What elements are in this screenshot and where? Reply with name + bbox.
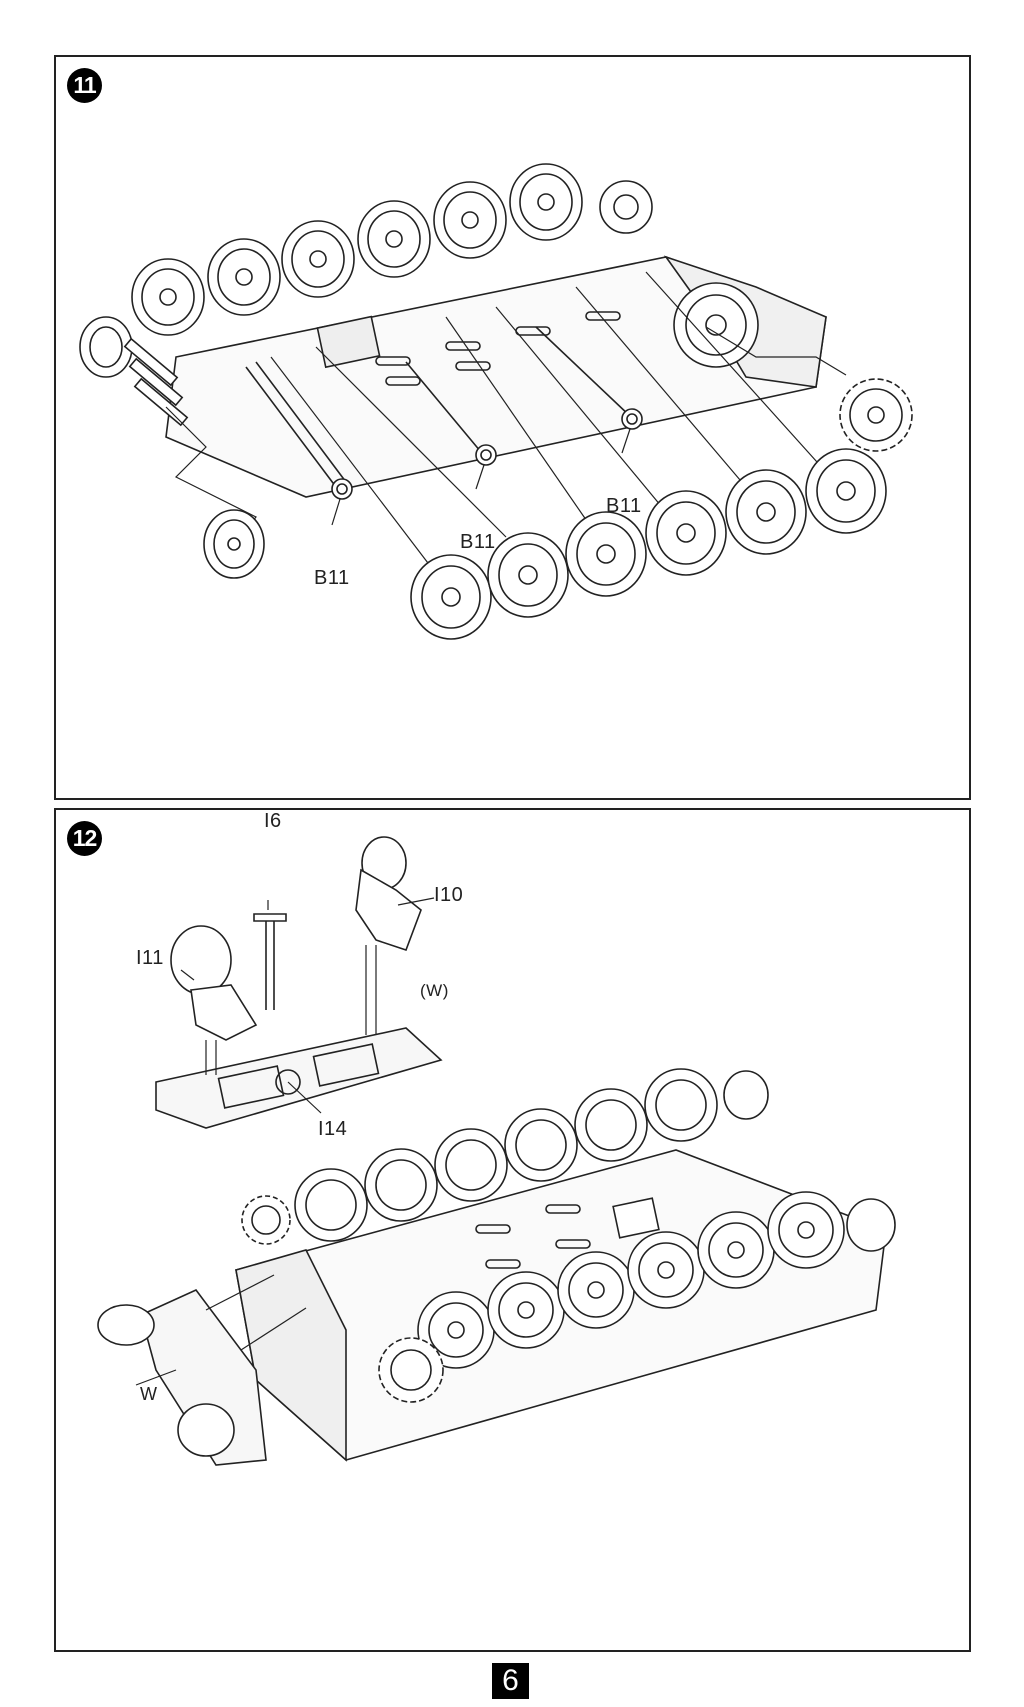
step-number-badge: 12 [67,821,102,856]
sprocket-front [379,1338,443,1402]
guide-lines [166,272,846,567]
step-12-panel: 12 [54,808,971,1652]
callout-leaders [181,898,434,1113]
upper-sprocket [600,181,652,233]
part-callout-b11: B11 [460,531,496,553]
part-i10 [356,837,421,950]
label-text: I6 [264,810,282,832]
sprocket-rear [242,1196,290,1244]
step-11-illustration [56,57,973,802]
hull-rear-face [236,1250,346,1460]
rear-idler [80,317,132,377]
upper-road-wheels [132,164,582,335]
front-hub [674,283,758,367]
placement-arrows [206,945,376,1075]
rear-track-links [125,339,187,425]
hull-hatch [613,1198,659,1238]
rear-plate-details [219,1044,379,1108]
part-callout-i14: I14 [318,1118,348,1140]
decal-callout-w: W [140,1384,158,1404]
step-12-illustration [56,810,973,1654]
rear-plate-attached [141,1290,266,1465]
hull-hatch [317,317,379,368]
part-callout-b11: B11 [606,495,642,517]
upper-road-wheels [295,1069,768,1241]
decal-note-w: (W) [420,981,449,1000]
loose-idler [204,510,264,578]
hull-slots [376,312,620,385]
part-callout-b11: B11 [314,567,350,589]
part-callout-i11: I11 [136,947,164,969]
step-number-badge: 11 [67,68,102,103]
b11-bushings [332,409,642,499]
reflector-right [178,1404,234,1456]
part-callout-i10: I10 [434,884,464,906]
part-callout-i6: I6 [264,810,282,833]
torsion-bars [246,327,631,487]
page-number: 6 [492,1663,529,1699]
loose-sprocket [840,379,912,451]
step-11-panel: 11 [54,55,971,800]
b11-leaders [332,429,630,525]
attach-guide-lines [136,1275,306,1385]
lower-road-wheels [411,449,886,639]
reflector-left [98,1305,154,1345]
lower-road-wheels [418,1192,895,1368]
part-i11 [171,926,256,1040]
part-i6 [254,914,286,1010]
